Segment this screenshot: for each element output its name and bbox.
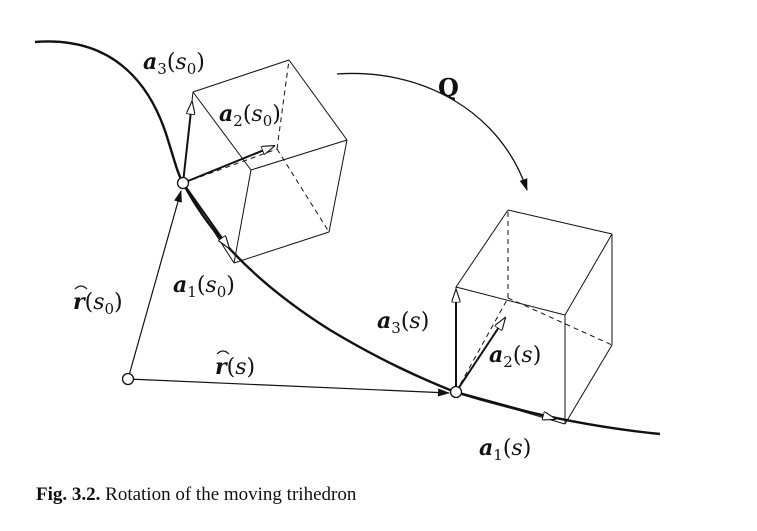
label-r-s: r(s) (215, 354, 255, 380)
vector-a2-s0 (182, 146, 274, 184)
trihedron-cube-s0 (182, 59, 348, 264)
rotation-arrow (336, 72, 528, 191)
vector-a3-s0 (182, 102, 192, 184)
label-a1-s0: a1(s0) (173, 272, 235, 301)
hat-r-s (216, 350, 230, 355)
trihedron-cube-s (455, 209, 613, 425)
vector-a1-s (455, 391, 555, 419)
label-a2-s0: a2(s0) (219, 101, 281, 130)
position-vector-r-s0 (127, 190, 182, 380)
curve-point-s0 (176, 176, 190, 190)
hat-r-s0 (74, 285, 88, 290)
position-vector-r-s (127, 378, 450, 397)
label-a1-s: a1(s) (479, 435, 531, 464)
vector-a1-s0 (182, 182, 229, 248)
caption-text: Rotation of the moving trihedron (105, 484, 357, 505)
caption-number: Fig. 3.2. (36, 484, 101, 505)
label-r-s0: r(s0) (73, 289, 123, 318)
curve-point-s (449, 385, 463, 399)
figure-caption: Fig. 3.2. Rotation of the moving trihedr… (36, 484, 356, 506)
trihedron-figure: a3(s0) a2(s0) a1(s0) r(s0) r(s) a3(s) a2… (34, 40, 661, 464)
label-Q: Q (438, 73, 459, 102)
origin-point (121, 372, 135, 386)
vector-a2-s (455, 318, 505, 393)
label-a2-s: a2(s) (489, 342, 541, 371)
label-a3-s: a3(s) (377, 308, 429, 337)
label-a3-s0: a3(s0) (143, 49, 205, 78)
